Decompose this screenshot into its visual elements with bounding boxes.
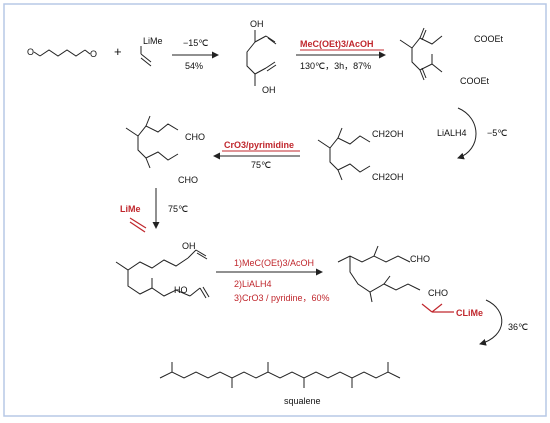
arrow7-reagent: CLiMe (456, 308, 483, 318)
arrow1-yield: 54% (185, 61, 203, 71)
oh-label-1: OH (250, 19, 264, 29)
aldehyde-o-left: O (27, 47, 34, 57)
arrow2-conditions: 130℃，3h，87% (300, 61, 371, 71)
arrow6-step1: 1)MeC(OEt)3/AcOH (234, 258, 314, 268)
cho-label-3: CHO (410, 254, 430, 264)
arrow7-temp: 36℃ (508, 322, 528, 332)
scheme-frame (3, 3, 547, 417)
arrow6-step2: 2)LiALH4 (234, 279, 272, 289)
arrow2-reagent: MeC(OEt)3/AcOH (300, 39, 374, 49)
cho-label-1: CHO (185, 132, 205, 142)
arrow6-step3: 3)CrO3 / pyridine，60% (234, 293, 330, 303)
oh-label-2: OH (262, 85, 276, 95)
aldehyde-o-right: O (90, 49, 97, 59)
ch2oh-label-1: CH2OH (372, 129, 404, 139)
diene-diol-structure (246, 30, 277, 86)
arrow5-reagent: LiMe (120, 204, 141, 214)
cho-label-2: CHO (178, 175, 198, 185)
reaction-arrow-7 (479, 299, 503, 346)
arrow4-temp: 75℃ (251, 160, 271, 170)
ch2oh-label-2: CH2OH (372, 172, 404, 182)
cho-label-4: CHO (428, 288, 448, 298)
succinaldehyde-structure (33, 49, 91, 57)
dialdehyde-structure (125, 115, 179, 169)
squalene-structure (159, 362, 401, 388)
arrow3-temp: −5℃ (487, 128, 507, 138)
arrow3-reagent: LiALH4 (437, 128, 467, 138)
reaction-arrow-3 (457, 107, 477, 160)
long-dialdehyde-structure (337, 245, 421, 303)
oh-label-3: OH (182, 241, 196, 251)
arrow5-temp: 75℃ (168, 204, 188, 214)
product-name: squalene (284, 396, 321, 406)
isopropenyl-lithium-red (421, 303, 454, 313)
arrow4-reagent: CrO3/pyrimidine (224, 140, 294, 150)
plus-sign: + (114, 44, 122, 59)
limes-label-1: LiMe (143, 36, 163, 46)
diester-structure (399, 27, 443, 81)
ho-label-4: HO (174, 285, 188, 295)
vinyl-lithium-red (129, 217, 147, 233)
cooet-label-2: COOEt (460, 76, 490, 86)
arrow1-temp: −15℃ (183, 38, 208, 48)
vinyl-lithium-structure (140, 46, 152, 67)
dialcohol-structure (317, 127, 371, 181)
tetraene-diol-structure (115, 249, 210, 299)
cooet-label-1: COOEt (474, 34, 504, 44)
